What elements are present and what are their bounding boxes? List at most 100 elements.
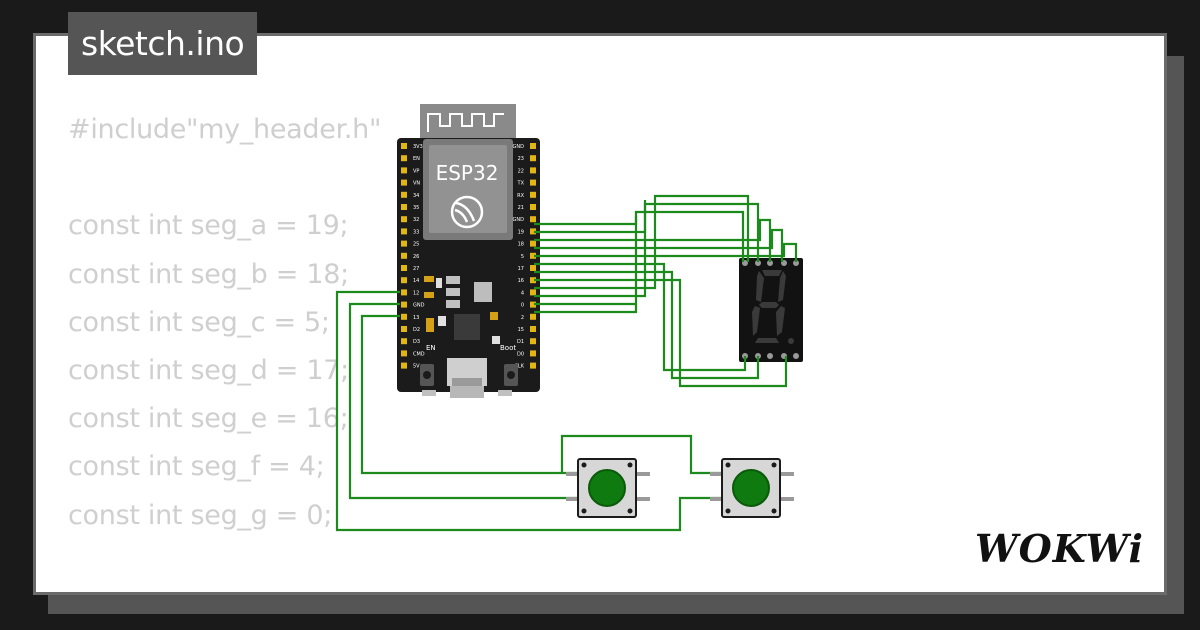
pin-16[interactable] xyxy=(530,277,536,284)
pin-27[interactable] xyxy=(401,265,407,271)
pin-12[interactable] xyxy=(401,289,407,296)
pin-0[interactable] xyxy=(530,301,536,308)
pin-21[interactable] xyxy=(530,204,536,210)
pin-cmd[interactable] xyxy=(401,350,407,357)
pin-label: 2 xyxy=(521,315,524,321)
pin-gnd[interactable] xyxy=(401,301,407,308)
button-cap-green[interactable] xyxy=(732,469,770,507)
pin-label: 21 xyxy=(518,205,524,211)
pin-label: 14 xyxy=(413,278,419,284)
pin-15[interactable] xyxy=(530,326,536,332)
pin-17[interactable] xyxy=(530,265,536,271)
esp32-board[interactable]: ESP32 3V3ENVPVN343532332526271412GND13D2… xyxy=(397,104,540,398)
pin-14[interactable] xyxy=(401,277,407,284)
code-line: const int seg_e = 16; xyxy=(68,403,349,435)
pin-5v[interactable] xyxy=(401,362,407,369)
pin-label: GND xyxy=(513,217,525,223)
code-preview: #include"my_header.h"const int seg_a = 1… xyxy=(68,106,381,592)
pin-label: 33 xyxy=(413,229,419,235)
pin-label: 0 xyxy=(521,303,524,309)
code-line: const int seg_b = 18; xyxy=(68,258,349,290)
pin-label: RX xyxy=(517,193,524,199)
pin-label: D3 xyxy=(413,339,420,345)
left-pin-header: 3V3ENVPVN343532332526271412GND13D2D3CMD5… xyxy=(401,143,425,370)
pin-d2[interactable] xyxy=(401,326,407,332)
pin-d1[interactable] xyxy=(530,338,536,345)
push-button-2[interactable] xyxy=(710,458,794,518)
pin-d0[interactable] xyxy=(530,350,536,357)
pin-label: 5V xyxy=(413,364,420,370)
pin-vp[interactable] xyxy=(401,167,407,174)
seven-segment-pin[interactable] xyxy=(793,353,799,359)
pin-tx[interactable] xyxy=(530,179,536,186)
pin-label: 4 xyxy=(521,290,524,296)
pin-label: 5 xyxy=(521,254,524,260)
pin-label: VN xyxy=(413,181,420,187)
code-line: const int seg_g = 0; xyxy=(68,499,333,531)
pin-label: 26 xyxy=(413,254,419,260)
pin-clk[interactable] xyxy=(530,362,536,369)
button-cap-green[interactable] xyxy=(588,469,626,507)
pin-label: 13 xyxy=(413,315,419,321)
pin-label: D2 xyxy=(413,327,420,333)
pin-label: 25 xyxy=(413,242,419,248)
project-card[interactable]: #include"my_header.h"const int seg_a = 1… xyxy=(33,33,1167,595)
seven-segment-pin[interactable] xyxy=(767,260,773,266)
seven-segment-pin[interactable] xyxy=(793,260,799,266)
pin-3v3[interactable] xyxy=(401,143,407,149)
seven-segment-display[interactable]: 8 xyxy=(739,258,803,362)
pin-label: VP xyxy=(413,168,419,174)
pin-label: D0 xyxy=(517,351,524,357)
seven-segment-pin[interactable] xyxy=(755,260,761,266)
pin-label: CMD xyxy=(413,351,425,357)
push-button-1[interactable] xyxy=(566,458,650,518)
esp32-shield xyxy=(429,145,507,233)
file-tab[interactable]: sketch.ino xyxy=(68,12,258,75)
pin-label: 15 xyxy=(518,327,524,333)
pin-4[interactable] xyxy=(530,289,536,296)
pin-22[interactable] xyxy=(530,167,536,174)
pin-label: CLK xyxy=(514,364,524,370)
pin-label: 22 xyxy=(518,168,524,174)
pin-35[interactable] xyxy=(401,204,407,210)
pin-32[interactable] xyxy=(401,216,407,223)
code-line: const int seg_a = 19; xyxy=(68,210,349,242)
pin-label: 34 xyxy=(413,193,419,199)
digit-segments xyxy=(752,270,794,344)
code-line: const int seg_f = 4; xyxy=(68,451,325,483)
pin-vn[interactable] xyxy=(401,179,407,186)
pin-19[interactable] xyxy=(530,228,536,235)
pin-gnd[interactable] xyxy=(530,216,536,223)
code-line: const int seg_c = 5; xyxy=(68,306,330,338)
pin-label: GND xyxy=(413,303,425,309)
pin-25[interactable] xyxy=(401,240,407,247)
code-line: const int seg_d = 17; xyxy=(68,354,349,386)
seven-segment-pin[interactable] xyxy=(767,353,773,359)
pin-d3[interactable] xyxy=(401,338,407,345)
pin-23[interactable] xyxy=(530,155,536,162)
pin-label: 12 xyxy=(413,290,419,296)
pin-label: 18 xyxy=(518,242,524,248)
pin-label: 19 xyxy=(518,229,524,235)
pin-label: 23 xyxy=(518,156,524,162)
pin-en[interactable] xyxy=(401,155,407,162)
pin-5[interactable] xyxy=(530,252,536,259)
pin-label: GND xyxy=(513,144,525,150)
pin-34[interactable] xyxy=(401,191,407,198)
pin-label: 32 xyxy=(413,217,419,223)
pin-13[interactable] xyxy=(401,313,407,320)
espressif-logo-icon xyxy=(450,195,484,229)
esp32-chip xyxy=(454,314,480,340)
pin-gnd[interactable] xyxy=(530,143,536,149)
antenna-trace-icon xyxy=(427,113,504,132)
esp32-label: ESP32 xyxy=(436,161,499,185)
pin-18[interactable] xyxy=(530,240,536,247)
pin-26[interactable] xyxy=(401,252,407,259)
pin-33[interactable] xyxy=(401,228,407,235)
pin-rx[interactable] xyxy=(530,191,536,198)
boot-label: Boot xyxy=(500,344,516,352)
pin-label: TX xyxy=(517,181,525,187)
pin-2[interactable] xyxy=(530,313,536,320)
